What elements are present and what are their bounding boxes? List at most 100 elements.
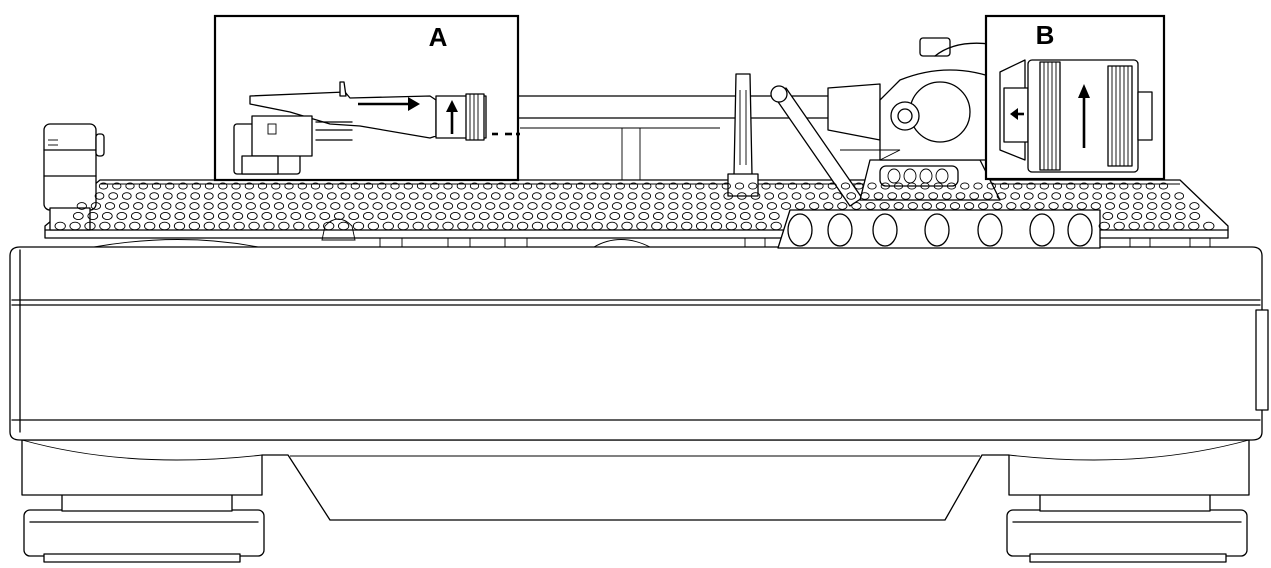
- platter-dimple: [499, 202, 510, 210]
- platter-dimple: [761, 182, 771, 190]
- platter-dimple: [1160, 211, 1172, 221]
- platter-dimple: [138, 182, 148, 190]
- platter-dimple: [739, 211, 751, 221]
- right-foot: [1006, 493, 1248, 563]
- platter-dimple: [1173, 221, 1185, 231]
- platter-dimple: [203, 192, 214, 200]
- left-foot: [23, 493, 265, 563]
- strobe-oval: [787, 213, 813, 247]
- platter-dimple: [313, 192, 324, 200]
- platter-dimple: [416, 182, 427, 190]
- platter-dimple: [161, 202, 172, 210]
- strobe-oval: [1029, 213, 1055, 247]
- platter-dimple: [1158, 182, 1169, 190]
- platter-dimple: [710, 202, 721, 210]
- platter-dimple: [681, 221, 693, 231]
- platter-dimple: [907, 202, 918, 210]
- platter-dimple: [611, 202, 623, 210]
- platter-dimple: [536, 182, 546, 190]
- platter-dimple: [1034, 202, 1045, 210]
- platter-dimple: [682, 202, 693, 210]
- platter-dimple: [1079, 182, 1089, 190]
- platter-dimple: [589, 182, 599, 190]
- platter-dimple: [846, 192, 857, 200]
- platter-dimple: [583, 202, 594, 210]
- platter-dimple: [668, 192, 679, 200]
- platter-dimple: [245, 202, 256, 210]
- platter-dimple: [344, 202, 355, 210]
- platter-dimple: [162, 192, 173, 200]
- platter-dimple: [406, 211, 418, 221]
- platter-dimple: [695, 192, 706, 200]
- platter-dimple: [257, 182, 268, 190]
- platter-dimple: [805, 192, 816, 200]
- platter-dimple: [397, 221, 409, 231]
- platter-dimple: [382, 221, 394, 231]
- platter-dimple: [1013, 182, 1023, 190]
- platter-dimple: [1104, 202, 1116, 210]
- platter-dimple: [428, 202, 440, 210]
- platter-dimple: [615, 182, 625, 190]
- platter-dimple: [442, 202, 454, 210]
- platter-dimple: [1158, 221, 1170, 231]
- platter-dimple: [695, 182, 705, 190]
- platter-dimple: [158, 221, 171, 231]
- platter-dimple: [668, 202, 679, 210]
- platter-dimple: [879, 202, 890, 210]
- platter-dimple: [770, 221, 782, 231]
- platter-dimple: [456, 202, 468, 210]
- platter-dimple: [319, 211, 331, 221]
- platter-dimple: [768, 211, 780, 221]
- platter-dimple: [569, 202, 580, 210]
- platter-dimple: [736, 192, 747, 200]
- platter-dimple: [982, 192, 993, 200]
- platter-dimple: [1116, 211, 1128, 221]
- platter-dimple: [174, 211, 186, 221]
- platter-dimple: [367, 192, 378, 200]
- platter-dimple: [1188, 221, 1200, 231]
- platter-dimple: [642, 182, 652, 190]
- platter-dimple: [1175, 202, 1186, 210]
- platter-dimple: [114, 221, 126, 231]
- platter-dimple: [1020, 202, 1031, 210]
- platter-dimple: [472, 221, 484, 231]
- platter-dimple: [412, 221, 424, 231]
- platter-dimple: [1161, 202, 1172, 210]
- platter-dimple: [449, 192, 460, 200]
- platter-dimple: [456, 182, 466, 190]
- platter-dimple: [76, 202, 87, 210]
- platter-dimple: [203, 221, 215, 231]
- platter-dimple: [112, 182, 122, 190]
- platter-dimple: [1131, 211, 1143, 221]
- platter-dimple: [666, 221, 678, 231]
- platter-dimple: [900, 192, 911, 200]
- platter-dimple: [323, 221, 335, 231]
- platter-dimple: [487, 221, 499, 231]
- platter-dimple: [232, 211, 244, 221]
- plinth: [9, 246, 1269, 521]
- platter-dimple: [464, 211, 476, 221]
- platter-dimple: [1128, 221, 1140, 231]
- platter-dimple: [1147, 202, 1158, 210]
- platter-dimple: [613, 192, 624, 200]
- platter-dimple: [531, 221, 544, 231]
- platter-dimple: [740, 221, 752, 231]
- platter-dimple: [147, 202, 158, 210]
- platter-dimple: [724, 202, 735, 210]
- platter-dimple: [422, 192, 433, 200]
- platter-dimple: [386, 202, 397, 210]
- platter-dimple: [527, 202, 538, 210]
- strobe-oval: [924, 213, 950, 247]
- platter-dimple: [246, 211, 258, 221]
- arrow-up-icon: [446, 100, 458, 134]
- platter-dimple: [794, 202, 806, 210]
- platter-dimple: [580, 211, 592, 221]
- platter-dimple: [575, 182, 586, 190]
- platter-dimple: [478, 211, 490, 221]
- platter-dimple: [1102, 211, 1114, 221]
- platter-dimple: [90, 202, 102, 210]
- platter-dimple: [304, 211, 316, 221]
- platter-dimple: [1006, 202, 1017, 210]
- inset-b-label: B: [1036, 20, 1055, 50]
